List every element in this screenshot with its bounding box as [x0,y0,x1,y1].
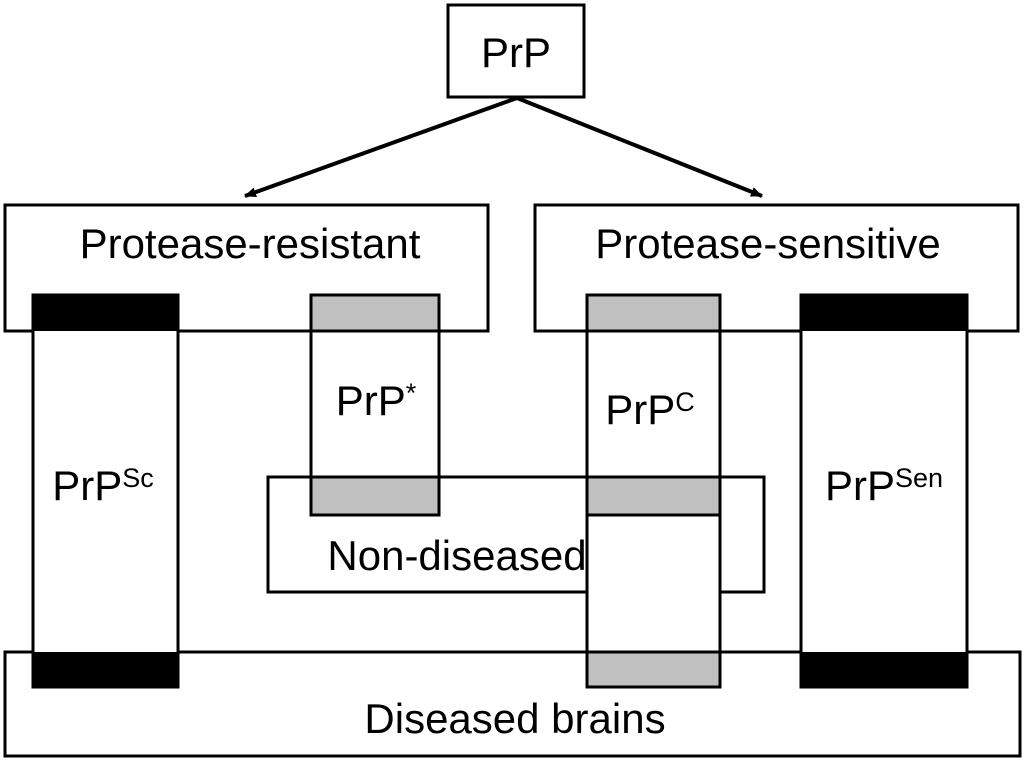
prp-c-sensitive-overlap [585,293,722,333]
arrow-to-protease-resistant [244,96,518,198]
root-box [446,3,586,99]
prp-sc-resistant-overlap [33,295,178,331]
arrow-to-protease-sensitive [516,96,763,198]
prp-sc-diseased-overlap [33,652,178,687]
prp-c-non-diseased-overlap [585,475,722,517]
prp-sc-label: PrPSc [52,462,154,509]
prp-star-label: PrP* [336,377,417,424]
root-label: PrP [481,29,551,76]
protease-sensitive-label: Protease-sensitive [595,220,941,267]
prp-sen-diseased-overlap [801,652,967,687]
prp-sen-sensitive-overlap [801,295,967,331]
prp-sen-label: PrPSen [825,462,943,509]
diseased-brains-label: Diseased brains [364,695,665,742]
prp-sen-column [799,293,969,689]
prp-c-label: PrPC [605,386,695,433]
prp-c-diseased-overlap [585,650,722,689]
prp-star-resistant-overlap [309,293,441,333]
protease-resistant-label: Protease-resistant [80,220,421,267]
prp-star-non-diseased-overlap [309,475,441,517]
